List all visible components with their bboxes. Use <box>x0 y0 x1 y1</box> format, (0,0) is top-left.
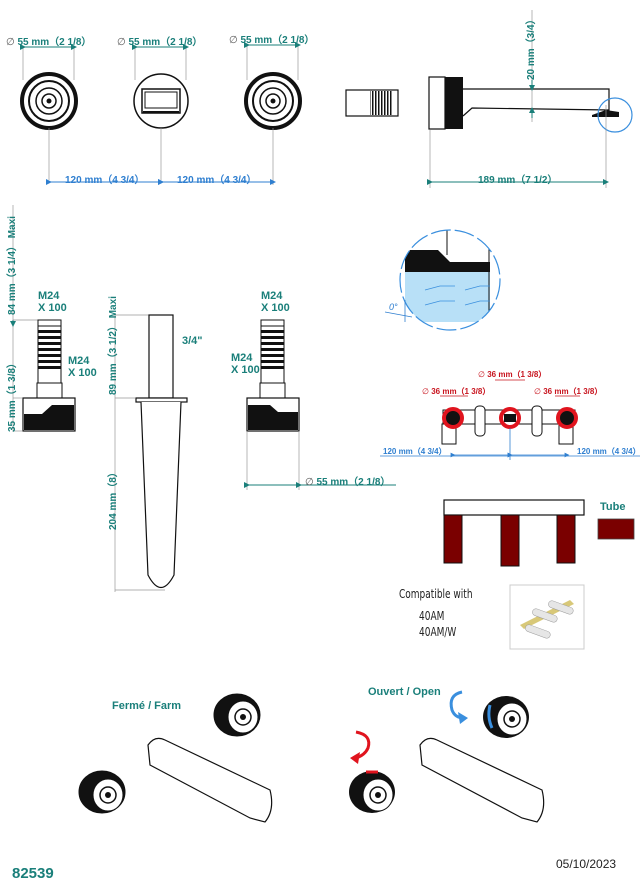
closed-state-illustration <box>78 693 273 823</box>
diameter-symbol: ∅ <box>534 387 541 396</box>
valve-right-diameter: 55 mm（2 1/8） <box>316 477 391 488</box>
open-state-label: Ouvert / Open <box>368 686 441 698</box>
knob-top-left <box>20 44 78 180</box>
detail-circle <box>384 229 501 331</box>
spout-max-depth-label: 89 mm（3 1/2） Maxi <box>108 296 119 395</box>
hole-left-diameter: 36 mm（1 3/8） <box>431 387 491 396</box>
valve-right-side-view <box>244 319 396 490</box>
compatible-model-1: 40AM <box>419 609 445 623</box>
pipe-size-label: 3/4" <box>182 335 203 347</box>
knob-left-diameter-label: ∅ 55 mm（2 1/8） <box>6 33 91 48</box>
rough-in-body <box>380 379 640 460</box>
diameter-symbol: ∅ <box>6 37 15 48</box>
compatible-title: Compatible with <box>399 587 473 601</box>
knob-right-diameter-label: ∅ 55 mm（2 1/8） <box>229 31 314 46</box>
knob-center-diameter-label: ∅ 55 mm（2 1/8） <box>117 33 202 48</box>
thread-size: M24 <box>231 352 253 364</box>
thread-length: X 100 <box>231 364 260 376</box>
spout-offset-label: 20 mm（3/4） <box>526 14 537 80</box>
valve-right-diameter-label: ∅ 55 mm（2 1/8） <box>305 473 390 488</box>
closed-state-label: Fermé / Farm <box>112 700 182 712</box>
spout-height-label: 204 mm（8） <box>108 467 119 530</box>
spout-side-view <box>345 10 633 188</box>
diameter-symbol: ∅ <box>478 370 485 379</box>
valve-max-depth-label: 84 mm（3 1/4） Maxi <box>7 216 18 315</box>
thread-size: M24 <box>38 290 60 302</box>
spout-length-label: 189 mm（7 1/2） <box>478 175 558 186</box>
spacing-right-label: 120 mm（4 3/4） <box>177 175 257 186</box>
compatible-model-2: 40AM/W <box>419 625 457 639</box>
diameter-symbol: ∅ <box>422 387 429 396</box>
thread-size: M24 <box>261 290 283 302</box>
tube-legend-label: Tube <box>600 501 626 513</box>
detail-angle-label: 0° <box>389 302 398 312</box>
cold-rotation-arrow-icon <box>449 690 465 720</box>
diameter-symbol: ∅ <box>117 37 126 48</box>
open-state-illustration <box>349 690 545 823</box>
hot-rotation-arrow-icon <box>355 730 371 760</box>
rough-in-spacing-right-label: 120 mm（4 3/4） <box>577 447 641 456</box>
flange-height-label: 35 mm（1 3/8） <box>7 358 18 432</box>
thread-size: M24 <box>68 355 90 367</box>
tube-legend-swatch <box>597 518 635 540</box>
tube-diagram <box>443 499 585 567</box>
document-date: 05/10/2023 <box>556 857 617 871</box>
hole-center-diameter: 36 mm（1 3/8） <box>487 370 547 379</box>
product-code: 82539 <box>12 865 54 882</box>
spout-front-view <box>114 314 188 592</box>
knob-center-diameter: 55 mm（2 1/8） <box>128 37 203 48</box>
rough-in-right-hole-label: ∅ 36 mm（1 3/8） <box>534 386 602 397</box>
knob-top-right <box>244 42 302 185</box>
knob-top-center <box>132 44 189 180</box>
diameter-symbol: ∅ <box>229 35 238 46</box>
compatible-product-image <box>509 584 585 650</box>
thread-length: X 100 <box>38 302 67 314</box>
knob-left-diameter: 55 mm（2 1/8） <box>17 37 92 48</box>
spacing-left-label: 120 mm（4 3/4） <box>65 175 145 186</box>
thread-length: X 100 <box>68 367 97 379</box>
rough-in-center-hole-label: ∅ 36 mm（1 3/8） <box>478 369 546 380</box>
valve-left-side-view <box>10 205 76 432</box>
knob-right-diameter: 55 mm（2 1/8） <box>240 35 315 46</box>
diameter-symbol: ∅ <box>305 477 314 488</box>
rough-in-spacing-left-label: 120 mm（4 3/4） <box>383 447 447 456</box>
thread-length: X 100 <box>261 302 290 314</box>
hole-right-diameter: 36 mm（1 3/8） <box>543 387 603 396</box>
rough-in-left-hole-label: ∅ 36 mm（1 3/8） <box>422 386 490 397</box>
